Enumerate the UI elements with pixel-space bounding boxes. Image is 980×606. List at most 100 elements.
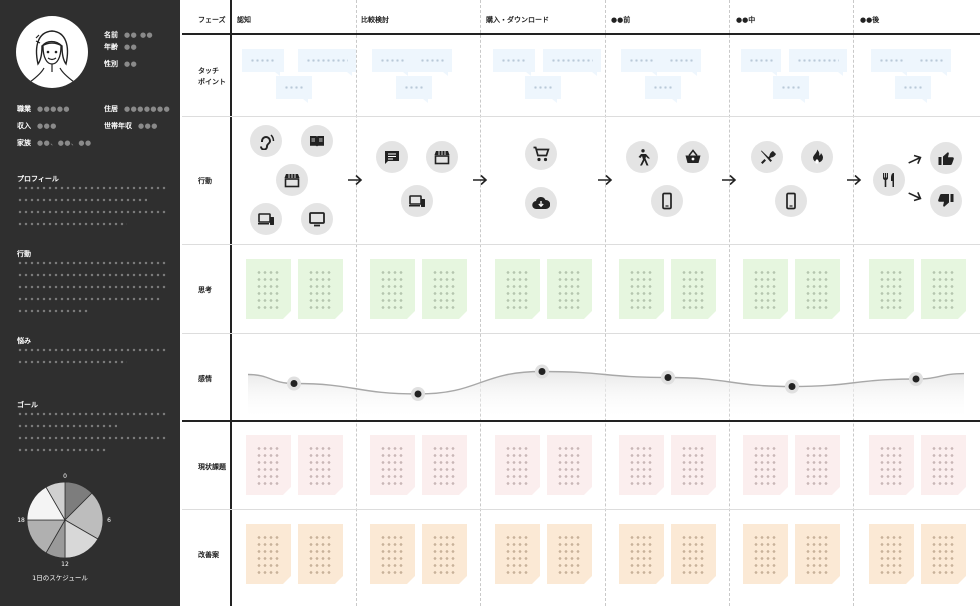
placeholder-text [17,424,117,428]
flow-arrow [472,174,488,186]
thinking-note [370,259,415,319]
improvement-note [370,524,415,584]
field-value: ●● ●● [124,31,154,39]
placeholder-text [17,210,167,214]
flow-arrow [846,174,862,186]
thumbs-up-icon [930,142,962,174]
placeholder-text [250,59,276,62]
field-value: ●● [124,60,138,68]
placeholder-text [420,59,444,62]
touchpoint-bubble [412,49,452,76]
row-label: 行動 [198,177,212,185]
header-rule [182,33,980,35]
row-label: 感情 [198,375,212,383]
placeholder-text [930,534,955,576]
placeholder-text [308,534,332,576]
detail-value: ●●●●●●● [124,105,171,113]
placeholder-text [629,445,653,487]
placeholder-text [380,269,404,311]
placeholder-text [504,534,529,576]
row-divider [182,116,980,117]
touchpoint-bubble [372,49,412,76]
book-icon [301,125,333,157]
placeholder-text [504,445,529,487]
placeholder-text [17,222,127,226]
placeholder-text [681,445,705,487]
clock-segment [64,492,104,540]
placeholder-text [17,186,167,190]
walk-icon [626,141,658,173]
phase-label: ●●後 [860,16,880,24]
section-title: 行動 [17,250,31,258]
flow-arrow [347,174,363,186]
detail-value: ●●、●●、●● [37,139,92,147]
placeholder-text [550,59,593,62]
placeholder-text [17,436,167,440]
touchpoint-bubble [645,76,681,103]
profile-detail: 世帯年収●●● [104,121,158,131]
tv-icon [301,203,333,235]
issue-note [795,435,840,495]
store-icon [426,141,458,173]
chat-icon [376,141,408,173]
profile-field: 名前 ●● ●● [104,30,153,40]
touchpoint-bubble [773,76,809,103]
placeholder-text [805,534,829,576]
section-title: プロフィール [17,175,59,183]
placeholder-text [17,412,167,416]
store-icon [276,164,308,196]
improvement-note [920,524,966,584]
thinking-note [868,259,914,319]
placeholder-text [17,261,167,265]
download-icon [525,187,557,219]
touchpoint-bubble [242,49,284,76]
touchpoint-bubble [492,49,535,76]
clock-hour-label: 0 [63,473,67,480]
placeholder-text [681,534,705,576]
placeholder-text [380,59,404,62]
detail-label: 家族 [17,139,31,147]
touchpoint-bubble [396,76,432,103]
devices-icon [401,185,433,217]
placeholder-text [500,59,527,62]
placeholder-text [380,445,404,487]
placeholder-text [797,59,839,62]
placeholder-text [878,59,903,62]
placeholder-text [878,269,903,311]
placeholder-text [432,269,456,311]
placeholder-text [256,534,280,576]
phase-label: 比較検討 [361,16,389,24]
emotion-line [247,370,965,395]
placeholder-text [629,59,653,62]
phase-label: 購入・ダウンロード [486,16,549,24]
phase-divider [605,0,606,606]
dining-icon [751,141,783,173]
clock-segment [45,481,66,522]
placeholder-text [17,273,167,277]
profile-detail: 家族 ●●、●●、●● [17,138,92,148]
profile-detail: 収入●●● [17,121,57,131]
thinking-note [619,259,664,319]
field-label: 性別 [104,60,118,68]
placeholder-text [930,445,955,487]
issue-note [246,435,291,495]
thinking-note [422,259,467,319]
header-divider [230,0,232,606]
placeholder-text [17,297,162,301]
issue-note [868,435,914,495]
emotion-point [664,374,672,381]
placeholder-text [878,534,903,576]
thinking-note [920,259,966,319]
emotion-curve [247,364,965,420]
thinking-note [298,259,343,319]
field-label: 名前 [104,31,118,39]
thinking-note [671,259,716,319]
issue-note [546,435,592,495]
placeholder-text [256,269,280,311]
issue-note [494,435,540,495]
placeholder-text [17,348,167,352]
thinking-note [795,259,840,319]
clock-hour-label: 6 [107,517,111,524]
